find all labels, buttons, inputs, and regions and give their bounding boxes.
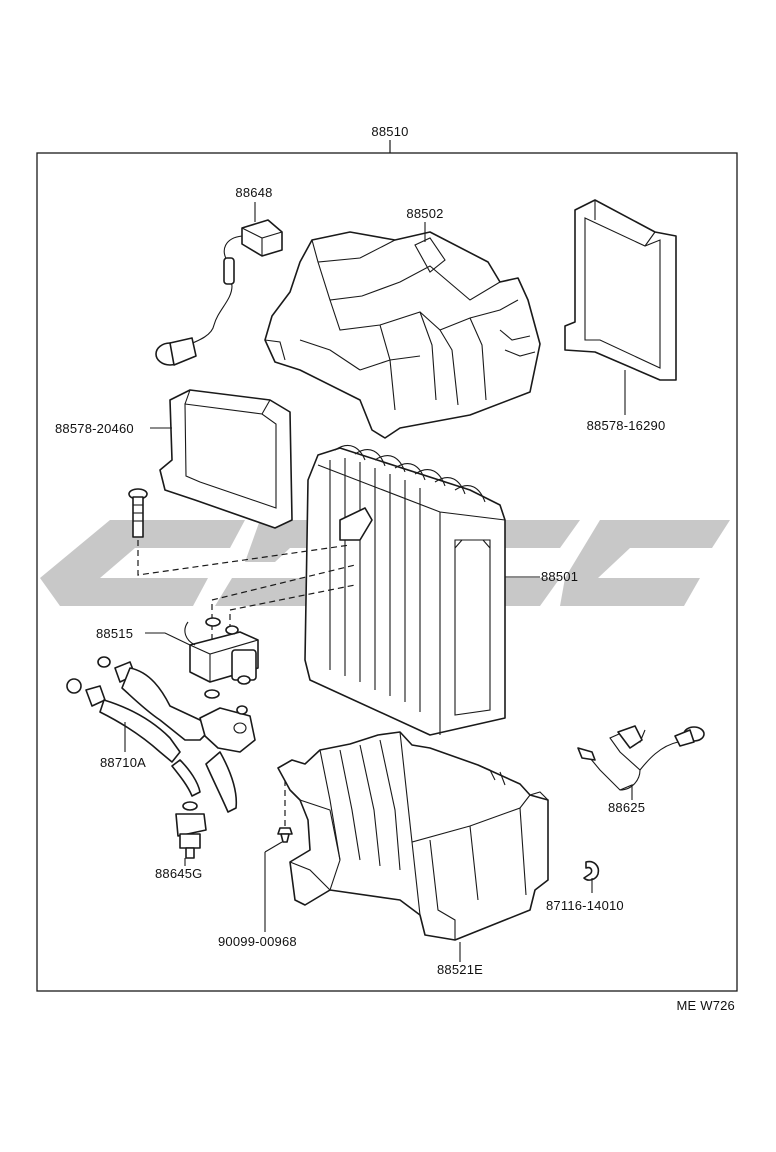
assembly-frame (36, 152, 738, 992)
part-label-88521E[interactable]: 88521E (437, 962, 483, 977)
expansion-valve-88515[interactable] (184, 617, 259, 685)
part-label-88578-20460[interactable]: 88578-20460 (55, 421, 134, 436)
evaporator-lower-case-88521E[interactable] (277, 731, 549, 941)
part-label-87116-14010[interactable]: 87116-14010 (546, 898, 624, 913)
clip-87116-14010[interactable] (583, 860, 600, 881)
packing-88578-20460[interactable] (159, 389, 293, 529)
part-label-88710A[interactable]: 88710A (100, 755, 146, 770)
part-label-88648[interactable]: 88648 (235, 185, 272, 200)
part-label-88502[interactable]: 88502 (406, 206, 443, 221)
part-label-88515[interactable]: 88515 (96, 626, 133, 641)
part-label-88645G[interactable]: 88645G (155, 866, 202, 881)
cooler-tube-88710A[interactable] (66, 656, 256, 813)
part-label-88501[interactable]: 88501 (541, 569, 578, 584)
pressure-switch-88645G[interactable] (175, 801, 207, 859)
evaporator-core-88501[interactable] (304, 445, 506, 736)
bolt[interactable] (128, 488, 148, 538)
part-label-88625[interactable]: 88625 (608, 800, 645, 815)
thermistor-88648[interactable] (155, 219, 283, 366)
evaporator-upper-case-88502[interactable] (264, 231, 541, 439)
screw-90099-00968[interactable] (277, 827, 293, 843)
leader-lines (124, 202, 633, 962)
part-label-88578-16290[interactable]: 88578-16290 (587, 418, 666, 433)
assembly-label: 88510 (371, 124, 408, 139)
wire-harness-88625[interactable] (577, 725, 705, 791)
packing-88578-16290[interactable] (564, 199, 677, 381)
drawing-code: ME W726 (677, 998, 735, 1013)
part-label-90099-00968[interactable]: 90099-00968 (218, 934, 297, 949)
